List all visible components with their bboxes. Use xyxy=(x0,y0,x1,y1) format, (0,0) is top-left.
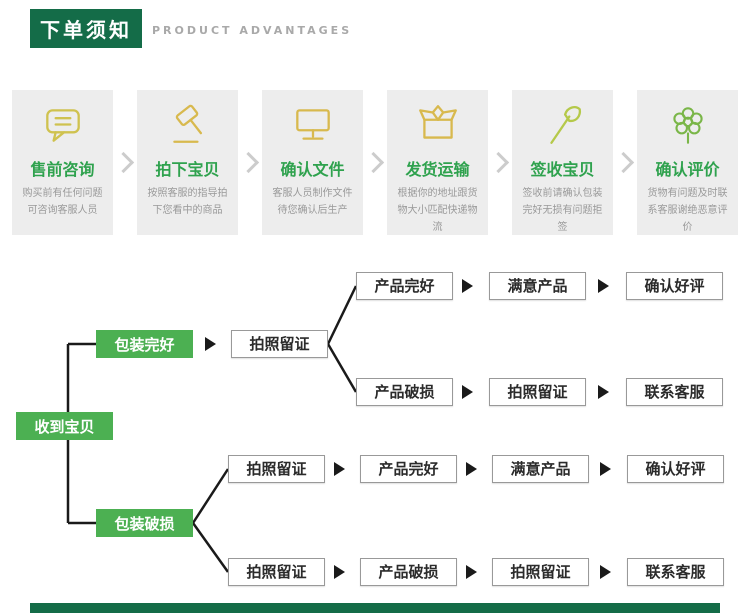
step-card: 签收宝贝 签收前请确认包装完好无损有问题拒签 xyxy=(512,90,613,235)
triangle-arrow-icon xyxy=(598,385,609,399)
flow-connector-lines xyxy=(66,285,358,573)
footer-bar xyxy=(30,603,720,613)
step-title: 确认评价 xyxy=(655,160,720,179)
flow-node: 满意产品 xyxy=(489,272,586,300)
step-title: 拍下宝贝 xyxy=(155,160,220,179)
flow-node: 满意产品 xyxy=(492,455,589,483)
step-desc: 客服人员制作文件待您确认后生产 xyxy=(272,188,353,216)
triangle-arrow-icon xyxy=(334,565,345,579)
step-desc: 根据你的地址跟货物大小匹配快递物流 xyxy=(397,188,478,233)
flow-node-packaging-intact: 包装完好 xyxy=(96,330,193,358)
step-title: 发货运输 xyxy=(405,160,470,179)
step-title: 签收宝贝 xyxy=(530,160,595,179)
flow-node: 确认好评 xyxy=(627,455,724,483)
chevron-right-icon xyxy=(362,90,387,235)
step-card: 拍下宝贝 按照客服的指导拍下您看中的商品 xyxy=(137,90,238,235)
flow-node: 产品完好 xyxy=(360,455,457,483)
triangle-arrow-icon xyxy=(466,565,477,579)
flow-node: 联系客服 xyxy=(626,378,723,406)
triangle-arrow-icon xyxy=(600,565,611,579)
flow-node: 拍照留证 xyxy=(228,455,325,483)
step-card: 售前咨询 购买前有任何问题可咨询客服人员 xyxy=(12,90,113,235)
flow-node: 拍照留证 xyxy=(489,378,586,406)
steps-row: 售前咨询 购买前有任何问题可咨询客服人员 拍下宝贝 按照客服的指导拍下您看中的商… xyxy=(0,90,750,235)
flow-node: 拍照留证 xyxy=(231,330,328,358)
step-desc: 购买前有任何问题可咨询客服人员 xyxy=(22,188,103,216)
flow-node: 确认好评 xyxy=(626,272,723,300)
flow-node: 拍照留证 xyxy=(228,558,325,586)
flow-node-packaging-damaged: 包装破损 xyxy=(96,509,193,537)
section-title-badge: 下单须知 xyxy=(30,9,142,48)
chevron-right-icon xyxy=(487,90,512,235)
chevron-right-icon xyxy=(612,90,637,235)
step-desc: 签收前请确认包装完好无损有问题拒签 xyxy=(522,188,603,233)
section-title: 下单须知 xyxy=(40,18,132,42)
step-desc: 货物有问题及时联系客服谢绝恶意评价 xyxy=(647,188,728,233)
chat-bubble-icon xyxy=(12,98,113,152)
step-card: 发货运输 根据你的地址跟货物大小匹配快递物流 xyxy=(387,90,488,235)
monitor-icon xyxy=(262,98,363,152)
triangle-arrow-icon xyxy=(600,462,611,476)
chevron-right-icon xyxy=(112,90,137,235)
step-card: 确认评价 货物有问题及时联系客服谢绝恶意评价 xyxy=(637,90,738,235)
flow-node: 产品破损 xyxy=(356,378,453,406)
step-card: 确认文件 客服人员制作文件待您确认后生产 xyxy=(262,90,363,235)
axe-icon xyxy=(512,98,613,152)
triangle-arrow-icon xyxy=(205,337,216,351)
flow-node: 拍照留证 xyxy=(492,558,589,586)
flow-node: 联系客服 xyxy=(627,558,724,586)
flowchart: 收到宝贝 包装完好 包装破损 拍照留证 产品完好 满意产品 确认好评 产品破损 … xyxy=(0,255,750,603)
chevron-right-icon xyxy=(237,90,262,235)
gavel-icon xyxy=(137,98,238,152)
section-subtitle: PRODUCT ADVANTAGES xyxy=(152,24,353,37)
triangle-arrow-icon xyxy=(466,462,477,476)
step-title: 售前咨询 xyxy=(30,160,95,179)
flower-icon xyxy=(637,98,738,152)
step-desc: 按照客服的指导拍下您看中的商品 xyxy=(147,188,228,216)
triangle-arrow-icon xyxy=(598,279,609,293)
triangle-arrow-icon xyxy=(462,385,473,399)
triangle-arrow-icon xyxy=(462,279,473,293)
triangle-arrow-icon xyxy=(334,462,345,476)
flow-node: 产品完好 xyxy=(356,272,453,300)
flow-node-receive: 收到宝贝 xyxy=(16,412,113,440)
package-icon xyxy=(387,98,488,152)
flow-node: 产品破损 xyxy=(360,558,457,586)
step-title: 确认文件 xyxy=(280,160,345,179)
